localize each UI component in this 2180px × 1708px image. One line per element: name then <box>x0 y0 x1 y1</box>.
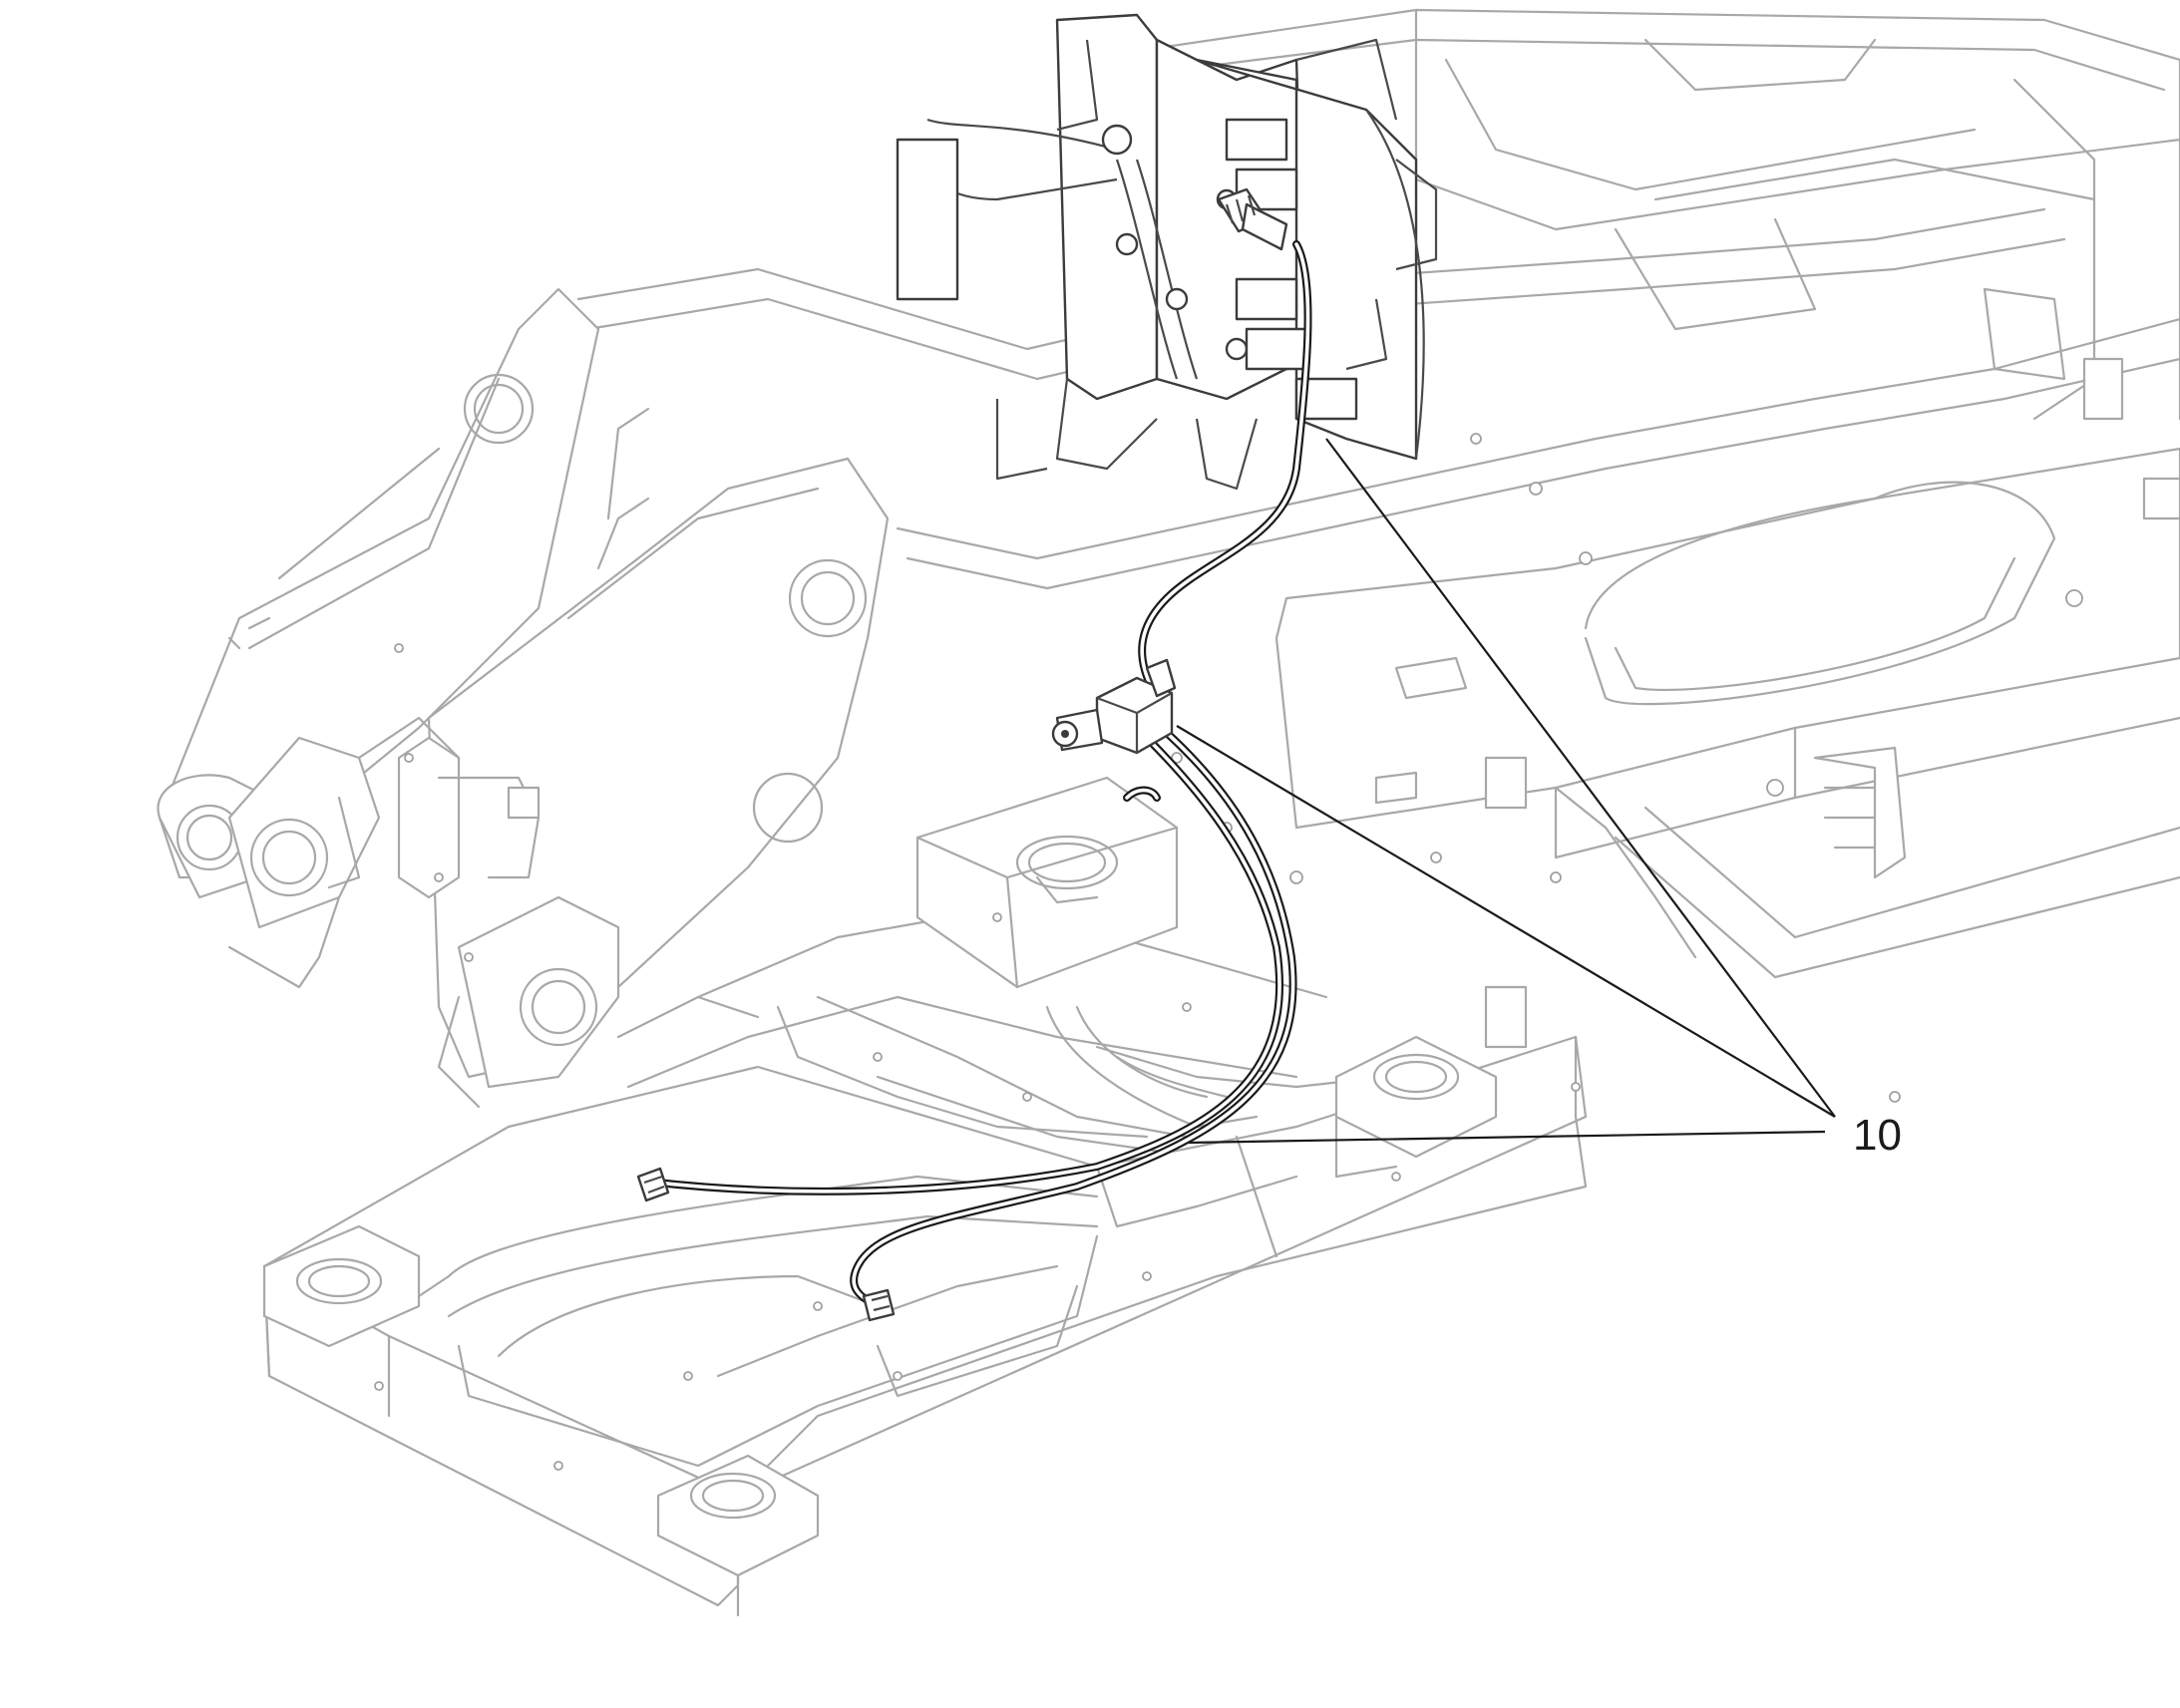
leader-line-lower-hose <box>1188 1130 1826 1145</box>
lower-frame <box>262 985 1588 1617</box>
callout-leaders <box>1176 438 1836 1145</box>
leader-line-top-hose <box>1325 438 1836 1118</box>
center-floor <box>626 776 1328 1159</box>
boom-foot-lugs <box>157 287 890 1109</box>
hose-end-bottom <box>862 1288 896 1322</box>
hose-assembly <box>644 240 1312 1310</box>
shuttle-valve <box>1051 658 1177 755</box>
callout-label: 10 <box>1853 1111 1902 1160</box>
control-valve-block <box>896 13 1438 491</box>
leader-line-valve <box>1176 725 1836 1118</box>
hose-end-left <box>636 1167 670 1202</box>
hose-fitting-top <box>1217 187 1288 251</box>
